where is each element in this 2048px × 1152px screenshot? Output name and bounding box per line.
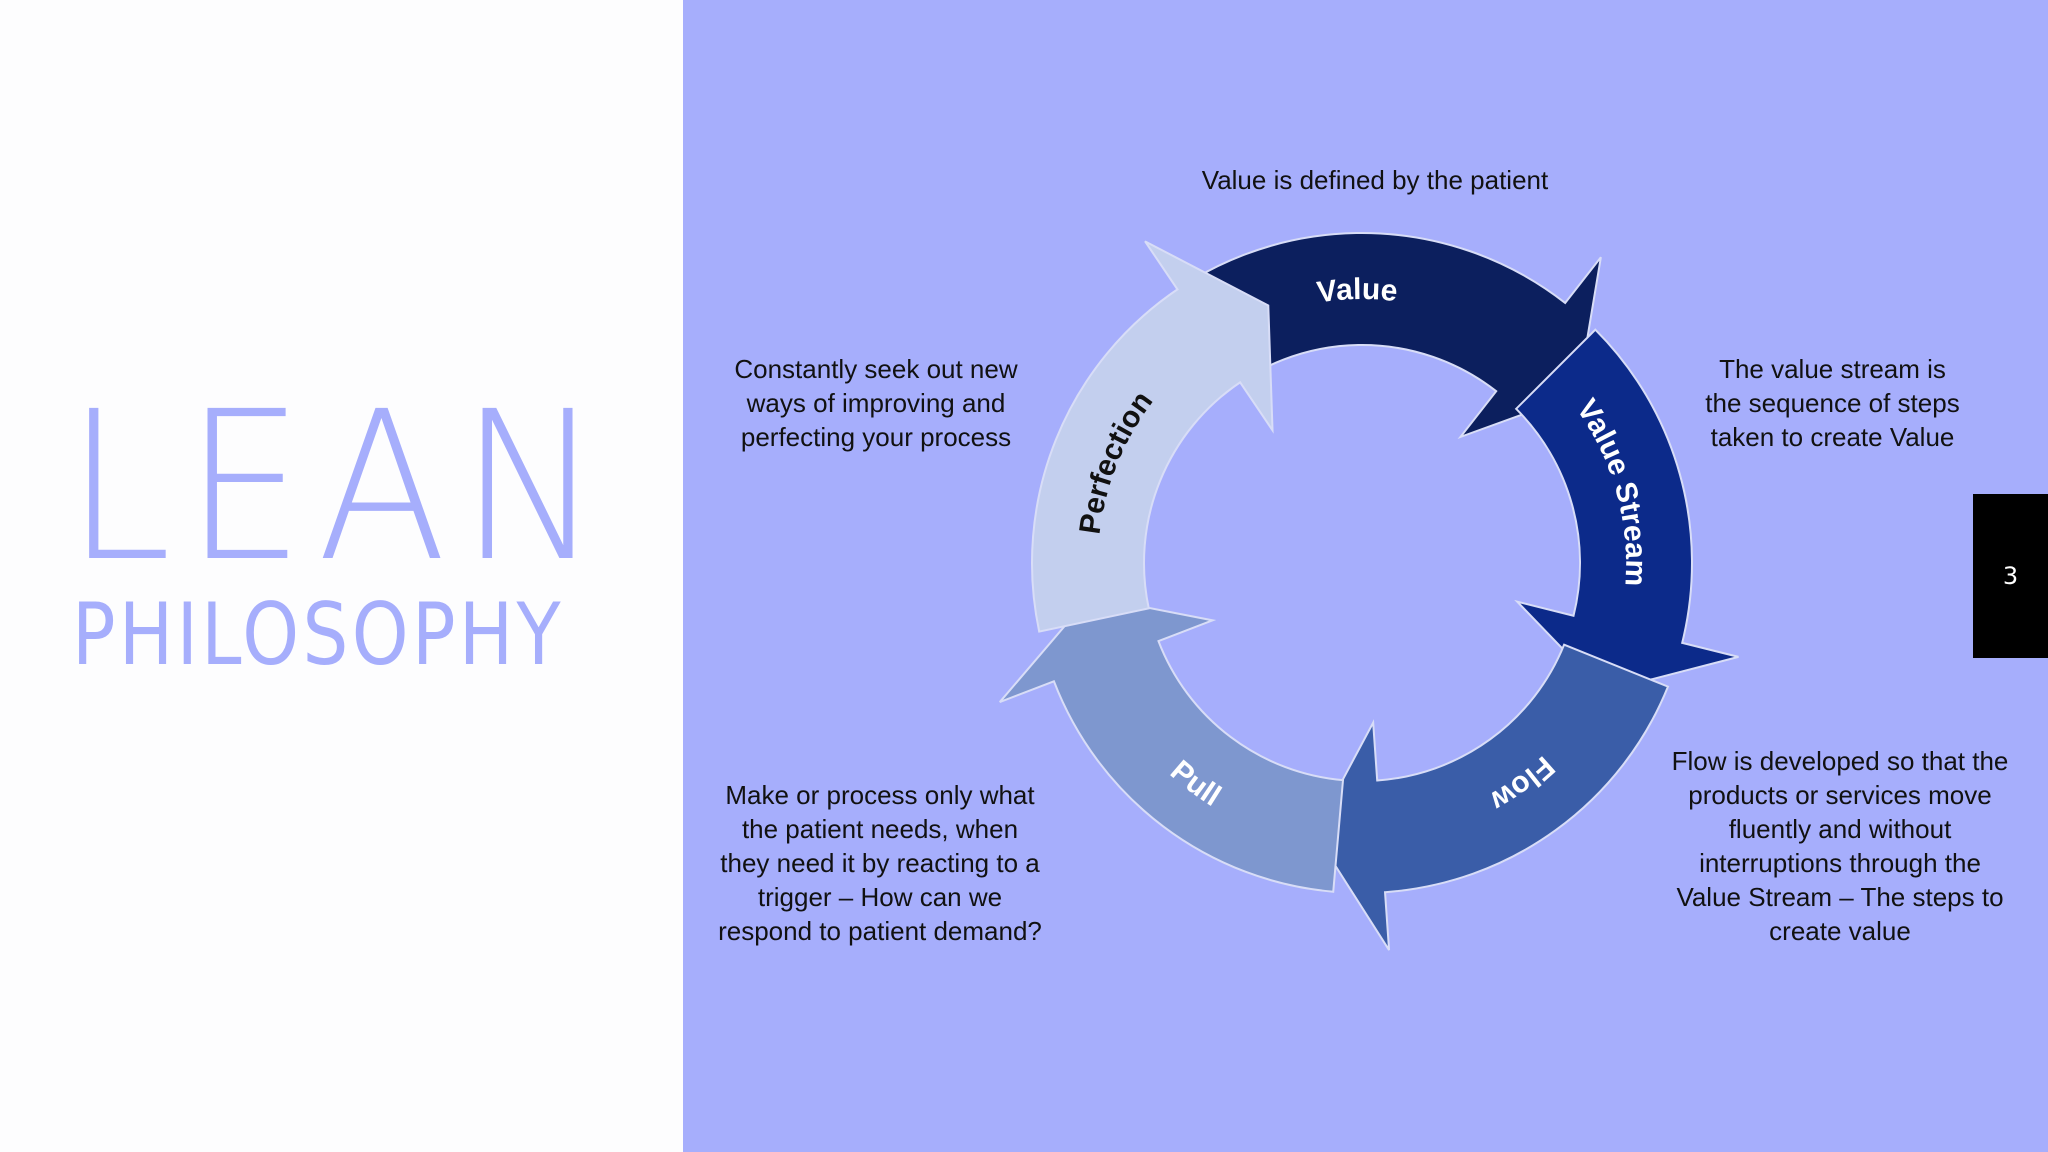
- slide-title: LEAN: [66, 367, 615, 607]
- left-panel: LEAN PHILOSOPHY: [0, 0, 683, 1152]
- value-label: Value: [1315, 273, 1399, 310]
- value-stream-description: The value stream is the sequence of step…: [1705, 354, 1960, 452]
- right-panel: [683, 0, 2048, 1152]
- cycle-arrows: [999, 232, 1739, 951]
- flow-description: Flow is developed so that the products o…: [1671, 746, 2009, 946]
- perfection-arrow: [1031, 240, 1274, 633]
- slide-subtitle: PHILOSOPHY: [72, 585, 565, 685]
- pull-description: Make or process only what the patient ne…: [718, 780, 1042, 946]
- value-stream-arrow: [1514, 328, 1739, 693]
- value-arrow: [1148, 232, 1602, 440]
- value-description: Value is defined by the patient: [1201, 165, 1549, 195]
- perfection-description: Constantly seek out new ways of improvin…: [734, 354, 1018, 452]
- flow-arrow: [1313, 643, 1670, 951]
- pull-arrow: [999, 595, 1345, 893]
- page-number: 3: [2002, 562, 2019, 590]
- page-number-tab: 3: [1973, 494, 2048, 658]
